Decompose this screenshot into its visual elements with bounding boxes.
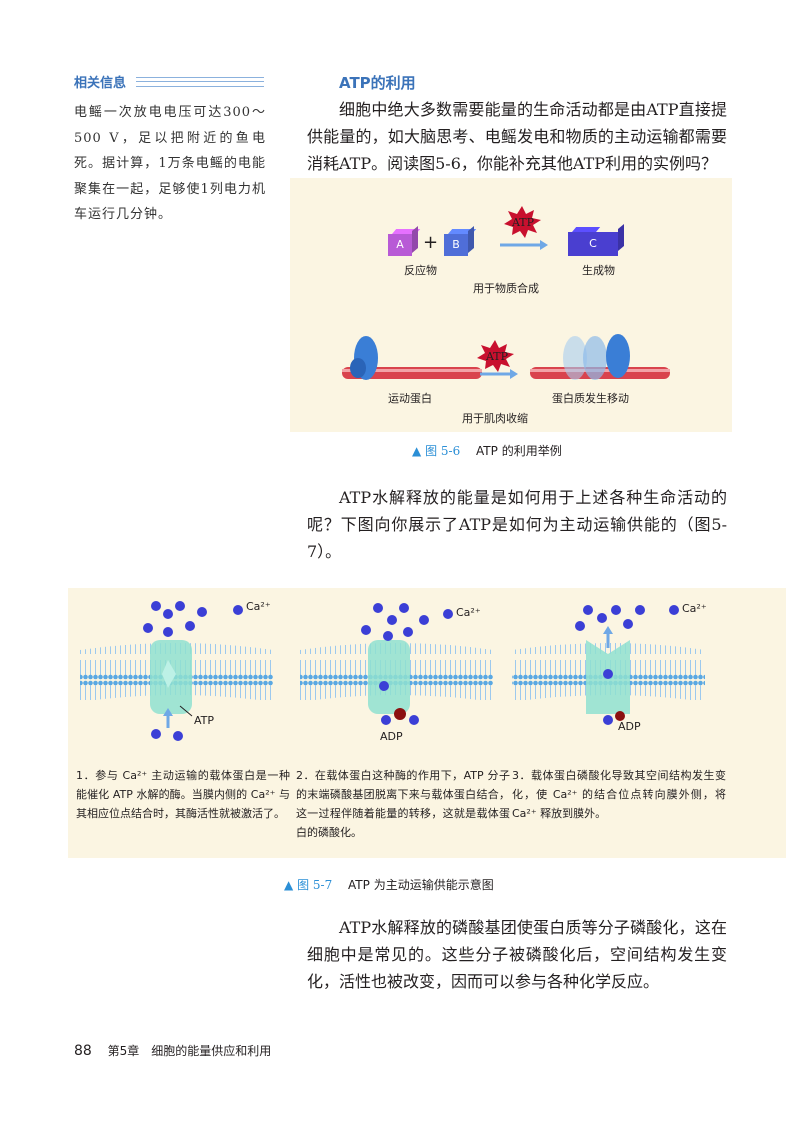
atp-label: ATP (194, 714, 215, 727)
paragraph-1-text: 细胞中绝大多数需要能量的生命活动都是由ATP直接提供能量的，如大脑思考、电鳐发电… (307, 100, 727, 173)
ca-label-1: Ca²⁺ (246, 600, 271, 613)
ca-label-2: Ca²⁺ (456, 606, 481, 619)
section-title: ATP的利用 (339, 74, 416, 92)
paragraph-1: 细胞中绝大多数需要能量的生命活动都是由ATP直接提供能量的，如大脑思考、电鳐发电… (307, 96, 727, 177)
motor-protein-ghost (563, 336, 587, 380)
figure-5-6-art (342, 206, 670, 380)
paragraph-2-text: ATP水解释放的能量是如何用于上述各种生命活动的呢？下图向你展示了ATP是如何为… (307, 488, 727, 561)
phosphate-group (394, 708, 406, 720)
atp-star-icon (477, 340, 514, 372)
page-footer: 88 第5章 细胞的能量供应和利用 (74, 1042, 271, 1059)
calcium-ion (373, 603, 383, 613)
calcium-ion (151, 601, 161, 611)
atp-star-icon (504, 206, 541, 238)
step-1-text: 1．参与 Ca²⁺ 主动运输的载体蛋白是一种能催化 ATP 水解的酶。当膜内侧的… (76, 769, 290, 820)
ca-label-3: Ca²⁺ (682, 602, 707, 615)
adp-label-1: ADP (380, 730, 403, 743)
figure-5-7-art (80, 601, 705, 741)
sidebar-text: 电鳐一次放电电压可达300～500 V，足以把附近的鱼电死。据计算，1万条电鳐的… (74, 105, 266, 222)
motor-protein (606, 334, 630, 378)
label-protein-moves: 蛋白质发生移动 (552, 392, 629, 405)
paragraph-3: ATP水解释放的磷酸基团使蛋白质等分子磷酸化，这在细胞中是常见的。这些分子被磷酸… (307, 914, 727, 995)
paragraph-2: ATP水解释放的能量是如何用于上述各种生命活动的呢？下图向你展示了ATP是如何为… (307, 484, 727, 565)
caption-triangle-icon: ▲ (412, 444, 422, 458)
figure-5-7-caption: ▲ 图 5-7 ATP 为主动运输供能示意图 (284, 876, 494, 893)
calcium-legend-icon (233, 605, 243, 615)
calcium-legend-icon (443, 609, 453, 619)
cube-b: B (444, 234, 468, 256)
plus-sign: + (423, 232, 439, 253)
figure-5-7: Ca²⁺ Ca²⁺ Ca²⁺ ATP ADP ADP 1．参与 Ca²⁺ 主动运… (68, 588, 786, 858)
figure-5-6: A + B C ATP ATP 反应物 生成物 用于物质合成 运动蛋白 蛋白质发… (290, 178, 732, 432)
sidebar-rule (136, 77, 264, 87)
step-2-text: 2．在载体蛋白这种酶的作用下，ATP 分子的末端磷酸基团脱离下来与载体蛋白结合，… (296, 769, 510, 839)
paragraph-3-text: ATP水解释放的磷酸基团使蛋白质等分子磷酸化，这在细胞中是常见的。这些分子被磷酸… (307, 918, 727, 991)
sidebar-title: 相关信息 (74, 76, 127, 91)
label-use-synthesis: 用于物质合成 (473, 282, 539, 295)
atp-label-1: ATP (511, 216, 535, 229)
caption-number: 图 5-6 (425, 444, 461, 458)
calcium-ion (583, 605, 593, 615)
cube-c: C (568, 232, 618, 256)
label-motor-protein: 运动蛋白 (388, 392, 432, 405)
caption-triangle-icon: ▲ (284, 878, 294, 892)
caption-text: ATP 的利用举例 (476, 444, 562, 458)
caption-number: 图 5-7 (297, 878, 333, 892)
adp-label-2: ADP (618, 720, 641, 733)
caption-text: ATP 为主动运输供能示意图 (348, 878, 494, 892)
sidebar-header: 相关信息 (74, 72, 264, 92)
phosphate-group (615, 711, 625, 721)
calcium-legend-icon (669, 605, 679, 615)
page-number: 88 (74, 1043, 92, 1059)
cube-a: A (388, 234, 412, 256)
chapter-title: 第5章 细胞的能量供应和利用 (107, 1044, 272, 1058)
carrier-protein (368, 640, 410, 714)
label-reactant: 反应物 (404, 264, 437, 277)
label-use-muscle: 用于肌肉收缩 (462, 412, 528, 425)
step-3-text: 3．载体蛋白磷酸化导致其空间结构发生变化，使 Ca²⁺ 的结合位点转向膜外侧，将… (512, 769, 726, 820)
label-product: 生成物 (582, 264, 615, 277)
atp-label-2: ATP (485, 350, 509, 363)
figure-5-6-caption: ▲ 图 5-6 ATP 的利用举例 (412, 442, 562, 459)
